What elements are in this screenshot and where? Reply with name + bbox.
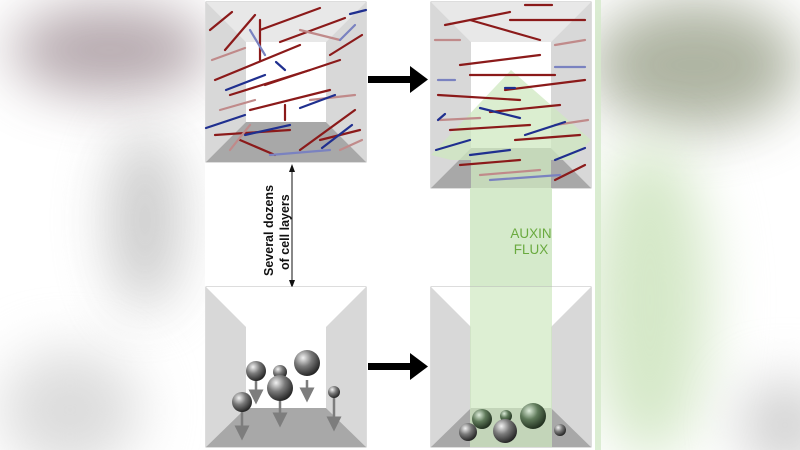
box-top-left — [204, 1, 368, 163]
sedimentation-arrows — [234, 380, 342, 441]
box-bottom-right — [430, 286, 592, 448]
filaments-top-left — [204, 6, 368, 157]
settled-statoliths — [459, 403, 566, 443]
auxin-label-line1: AUXIN — [510, 226, 552, 241]
upward-flux-arrow — [431, 70, 591, 188]
box-bottom-left — [205, 286, 367, 448]
distance-label-line2: of cell layers — [278, 194, 292, 270]
distance-label-line1: Several dozens — [262, 184, 276, 276]
box-top-right — [430, 1, 592, 189]
right-arrow-top — [368, 66, 428, 93]
auxin-flux-label: AUXIN FLUX — [470, 226, 592, 258]
right-arrow-bottom — [368, 353, 428, 380]
filaments-top-right — [433, 3, 590, 182]
statoliths — [232, 350, 340, 412]
distance-indicator — [289, 164, 295, 288]
distance-label: Several dozens of cell layers — [238, 166, 358, 286]
auxin-label-line2: FLUX — [513, 242, 549, 257]
